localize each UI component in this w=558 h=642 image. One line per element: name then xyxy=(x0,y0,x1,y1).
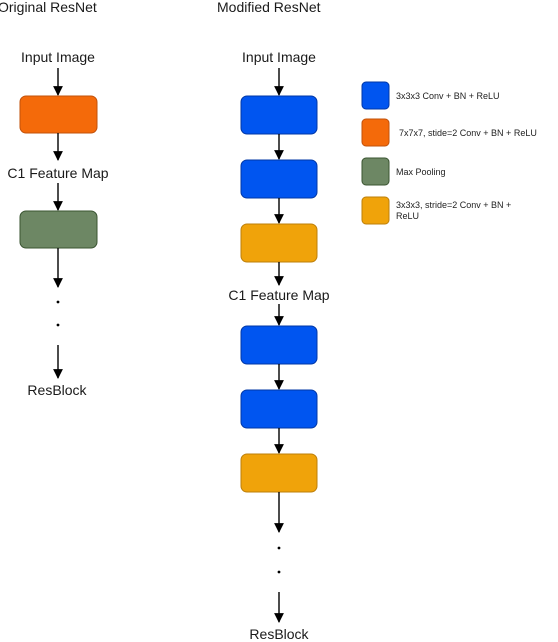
left-c1-label: C1 Feature Map xyxy=(7,165,109,181)
legend-text-blue: 3x3x3 Conv + BN + ReLU xyxy=(396,91,500,101)
legend-text-green: Max Pooling xyxy=(396,167,446,177)
left-pipeline xyxy=(19,68,98,379)
right-block-5 xyxy=(240,389,318,429)
right-input-label: Input Image xyxy=(242,49,316,65)
left-input-label: Input Image xyxy=(21,49,95,65)
legend-text-orange: 7x7x7, stide=2 Conv + BN + ReLU xyxy=(399,128,537,138)
right-c1-label: C1 Feature Map xyxy=(228,287,330,303)
legend-swatches xyxy=(361,81,390,225)
ellipsis-dot xyxy=(56,323,60,327)
ellipsis-dot xyxy=(56,300,60,304)
legend-text-amber: 3x3x3, stride=2 Conv + BN + ReLU xyxy=(396,200,512,221)
right-block-6 xyxy=(240,453,318,493)
legend-swatch-orange xyxy=(361,118,390,147)
right-block-1 xyxy=(240,95,318,135)
left-block-maxpool xyxy=(19,210,98,249)
right-block-4 xyxy=(240,325,318,365)
legend-swatch-amber xyxy=(361,196,390,225)
legend-swatch-green xyxy=(361,157,390,186)
left-title: Original ResNet xyxy=(0,0,97,15)
right-pipeline xyxy=(240,68,318,623)
right-resblock-label: ResBlock xyxy=(249,626,309,642)
left-block-conv7 xyxy=(19,95,98,134)
legend-swatch-blue xyxy=(361,81,390,110)
ellipsis-dot xyxy=(277,570,281,574)
left-resblock-label: ResBlock xyxy=(27,382,87,398)
right-title: Modified ResNet xyxy=(217,0,321,15)
right-block-2 xyxy=(240,159,318,199)
ellipsis-dot xyxy=(277,546,281,550)
right-block-3 xyxy=(240,223,318,263)
